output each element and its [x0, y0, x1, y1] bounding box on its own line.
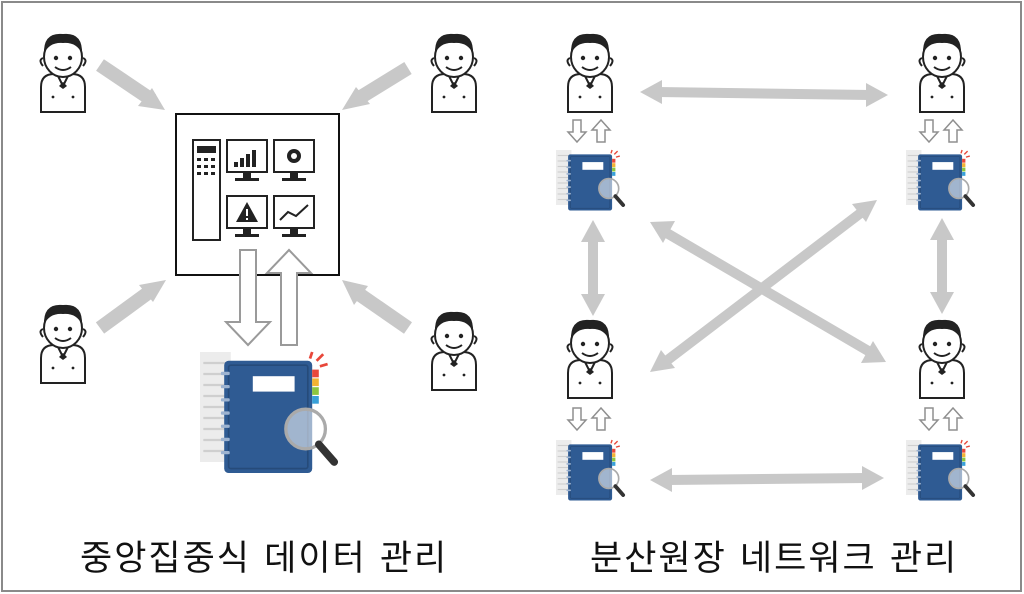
ledger-notebook-icon: [200, 352, 334, 473]
person-icon: [39, 303, 87, 384]
ledger-notebook-icon: [904, 148, 976, 213]
arrow-up-icon: [943, 407, 963, 431]
arrow-bottomleft-to-server: [95, 280, 166, 334]
arrow-down-icon: [567, 119, 587, 143]
arrow-server-to-ledger: [223, 249, 273, 347]
person-icon: [918, 32, 966, 114]
arrow-topleft-to-server: [96, 59, 165, 110]
arrow-up-icon: [943, 119, 963, 143]
ledger-notebook-icon: [904, 438, 976, 503]
ledger-notebook-icon: [554, 148, 626, 213]
arrow-down-icon: [567, 407, 587, 431]
arrow-down-icon: [919, 407, 939, 431]
arrow-bottomright-to-server: [342, 280, 412, 334]
node-bottom-right: [904, 318, 976, 503]
node-top-right: [904, 32, 976, 213]
arrow-left-vertical: [581, 220, 605, 316]
arrow-diagonal-b: [650, 200, 877, 372]
node-bottom-left: [554, 318, 626, 503]
server-icon: [175, 113, 340, 276]
caption-centralized: 중앙집중식 데이터 관리: [80, 539, 449, 579]
person-icon: [566, 318, 614, 399]
arrow-top-horizontal: [640, 80, 888, 107]
caption-distributed: 분산원장 네트워크 관리: [590, 539, 959, 579]
arrow-right-vertical: [930, 218, 954, 314]
arrow-bottom-horizontal: [650, 466, 884, 492]
person-icon: [918, 318, 966, 399]
person-icon: [430, 310, 478, 391]
arrow-ledger-to-server: [264, 248, 314, 346]
arrow-diagonal-a: [650, 221, 886, 363]
arrow-topright-to-server: [342, 62, 412, 110]
arrow-up-icon: [591, 407, 611, 431]
person-icon: [566, 32, 614, 114]
person-icon: [39, 32, 87, 114]
arrow-down-icon: [919, 119, 939, 143]
arrow-up-icon: [591, 119, 611, 143]
node-top-left: [554, 32, 626, 213]
ledger-notebook-icon: [554, 438, 626, 503]
person-icon: [430, 32, 478, 114]
